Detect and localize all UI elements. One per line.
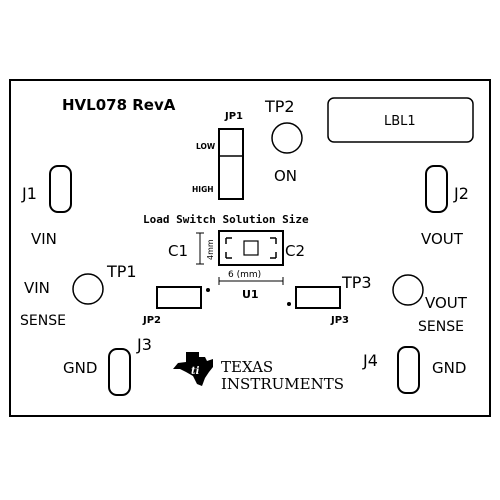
j3-outline [108,348,131,396]
j3-signal: GND [63,359,97,377]
jp1-outline [218,128,244,200]
label-box-text: LBL1 [384,114,416,129]
dim-width-label: 6 (mm) [228,270,261,280]
c2-label: C2 [285,242,305,260]
solution-box [218,230,284,266]
tp1-pad [72,273,104,305]
u1-label: U1 [242,288,259,301]
jp2-pin1-dot [206,288,210,292]
jp3-pin1-dot [287,302,291,306]
jp3-outline [295,286,341,309]
dim-height-label: 4mm [206,239,215,260]
c1-label: C1 [168,242,188,260]
board-title: HVL078 RevA [62,96,176,114]
tp2-label: TP2 [264,97,295,116]
j4-label: J4 [362,351,378,370]
j1-outline [49,165,72,213]
board-outline [9,79,491,417]
vout-sense-label-1: VOUT [425,294,468,312]
j3-label: J3 [136,335,152,354]
j4-signal: GND [432,359,466,377]
ti-mark: ti [191,366,200,377]
u1-footprint [243,240,259,256]
j2-label: J2 [453,184,469,203]
solution-caption: Load Switch Solution Size [143,213,309,226]
c2-pad-marks [270,237,277,259]
ti-logo: ti TEXAS INSTRUMENTS [173,352,344,393]
c1-pad-marks [225,237,232,259]
tp3-label: TP3 [341,273,372,292]
vout-sense-label-2: SENSE [418,319,464,335]
jp1-label: JP1 [224,111,243,122]
tp2-pad [271,122,303,154]
j2-signal: VOUT [421,230,464,248]
logo-line2: INSTRUMENTS [221,375,344,393]
jp1-low-label: LOW [196,142,216,151]
j4-outline [397,346,420,394]
label-box [327,97,474,143]
j2-outline [425,165,448,213]
tp3-pad [392,274,424,306]
vin-sense-label-1: VIN [24,279,50,297]
tp2-on-label: ON [274,167,297,185]
jp1-high-label: HIGH [192,185,214,194]
texas-state-icon [173,352,213,386]
jp2-outline [156,286,202,309]
jp2-label: JP2 [142,315,161,326]
vin-sense-label-2: SENSE [20,313,66,329]
j1-signal: VIN [31,230,57,248]
jp3-label: JP3 [330,315,349,326]
logo-line1: TEXAS [221,358,273,376]
tp1-label: TP1 [106,262,137,281]
j1-label: J1 [21,184,37,203]
